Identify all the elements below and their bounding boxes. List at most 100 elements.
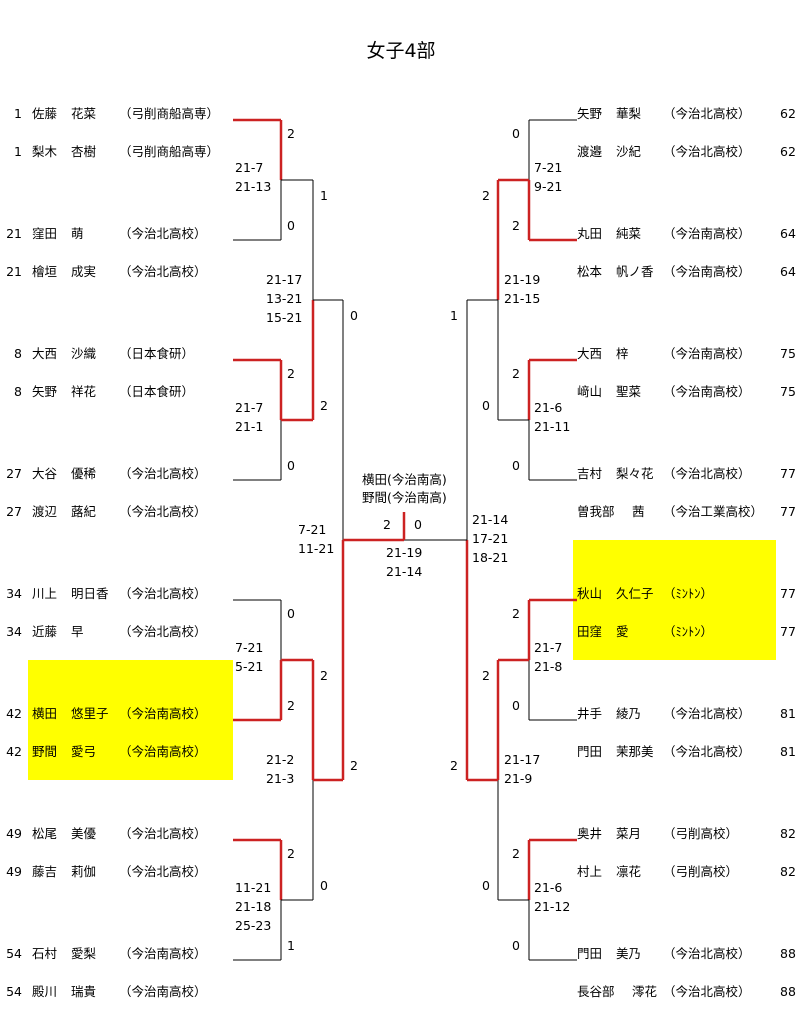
game-score: 21-14: [386, 564, 423, 579]
player-team: （今治北高校）: [663, 706, 751, 721]
player-family-name: 大谷: [32, 466, 58, 481]
player-family-name: 佐藤: [32, 106, 58, 121]
set-score: 1: [287, 938, 295, 953]
player-family-name: 村上: [577, 864, 603, 879]
player-team: （今治北高校）: [119, 504, 207, 519]
seed-number: 34: [6, 624, 22, 639]
highlight-box: [573, 540, 776, 660]
player-given-name: 菜月: [616, 826, 642, 841]
player-given-name: 聖菜: [616, 384, 642, 399]
player-team: （今治北高校）: [119, 226, 207, 241]
player-family-name: 渡辺: [32, 504, 58, 519]
player-team: （今治北高校）: [119, 624, 207, 639]
player-given-name: 杏樹: [71, 144, 97, 159]
player-given-name: 成実: [71, 264, 97, 279]
game-score: 5-21: [235, 659, 264, 674]
player-family-name: 近藤: [32, 624, 58, 639]
player-given-name: 明日香: [71, 586, 109, 601]
player-given-name: 悠里子: [71, 706, 109, 721]
seed-number: 88: [780, 946, 796, 961]
game-score: 21-12: [534, 899, 571, 914]
player-team: （日本食研）: [119, 346, 195, 361]
player-team: （弓削商船高専）: [119, 106, 220, 121]
seed-number: 75: [780, 346, 796, 361]
champion-line-1: 横田(今治南高): [362, 472, 447, 487]
seed-number: 82: [780, 826, 796, 841]
player-team: （今治南高校）: [119, 946, 207, 961]
player-given-name: 帆ノ香: [616, 264, 654, 279]
seed-number: 8: [14, 384, 22, 399]
player-family-name: 長谷部: [577, 984, 615, 999]
player-given-name: 優稀: [71, 466, 97, 481]
game-score: 21-17: [504, 752, 541, 767]
set-score: 0: [482, 878, 490, 893]
player-team: （今治北高校）: [663, 946, 751, 961]
player-family-name: 丸田: [577, 226, 603, 241]
player-family-name: 奥井: [577, 826, 603, 841]
player-given-name: 華梨: [616, 106, 642, 121]
seed-number: 77: [780, 586, 796, 601]
player-family-name: 井手: [577, 706, 603, 721]
seed-number: 77: [780, 504, 796, 519]
game-score: 21-14: [472, 512, 509, 527]
seed-number: 34: [6, 586, 22, 601]
seed-number: 81: [780, 744, 796, 759]
seed-number: 27: [6, 504, 22, 519]
set-score: 0: [482, 398, 490, 413]
set-score: 2: [287, 126, 295, 141]
set-score: 0: [287, 218, 295, 233]
player-team: （今治南高校）: [119, 706, 207, 721]
game-score: 21-19: [504, 272, 541, 287]
game-score: 21-6: [534, 400, 563, 415]
player-team: （今治北高校）: [119, 466, 207, 481]
seed-number: 1: [14, 144, 22, 159]
player-family-name: 窪田: [32, 226, 58, 241]
player-given-name: 愛: [616, 624, 629, 639]
set-score: 2: [320, 398, 328, 413]
game-score: 21-1: [235, 419, 264, 434]
set-score: 0: [512, 938, 520, 953]
seed-number: 75: [780, 384, 796, 399]
player-given-name: 花菜: [71, 106, 97, 121]
game-score: 13-21: [266, 291, 303, 306]
player-team: （今治工業高校）: [663, 504, 764, 519]
seed-number: 8: [14, 346, 22, 361]
seed-number: 49: [6, 826, 22, 841]
player-given-name: 沙織: [71, 346, 97, 361]
set-score: 2: [287, 846, 295, 861]
game-score: 21-13: [235, 179, 272, 194]
seed-number: 42: [6, 706, 22, 721]
player-team: （弓削商船高専）: [119, 144, 220, 159]
seed-number: 88: [780, 984, 796, 999]
player-given-name: 梨々花: [616, 466, 654, 481]
set-score: 1: [450, 308, 458, 323]
seed-number: 62: [780, 106, 796, 121]
player-team: （今治北高校）: [663, 744, 751, 759]
player-family-name: 大西: [32, 346, 58, 361]
seed-number: 81: [780, 706, 796, 721]
seed-number: 54: [6, 946, 22, 961]
game-score: 21-6: [534, 880, 563, 895]
player-team: （今治南高校）: [663, 264, 751, 279]
set-score: 2: [350, 758, 358, 773]
player-given-name: 美優: [71, 826, 97, 841]
set-score: 2: [450, 758, 458, 773]
player-team: （今治北高校）: [119, 586, 207, 601]
champion-line-2: 野間(今治南高): [362, 490, 447, 505]
game-score: 21-19: [386, 545, 423, 560]
seed-number: 77: [780, 624, 796, 639]
game-score: 11-21: [298, 541, 335, 556]
player-given-name: 萌: [71, 226, 84, 241]
player-given-name: 沙紀: [616, 144, 642, 159]
game-score: 7-21: [235, 640, 264, 655]
player-given-name: 愛梨: [71, 946, 97, 961]
player-given-name: 祥花: [71, 384, 97, 399]
player-family-name: 藤吉: [32, 864, 58, 879]
player-family-name: 矢野: [577, 106, 603, 121]
player-family-name: 大西: [577, 346, 603, 361]
set-score: 2: [320, 668, 328, 683]
set-score: 2: [512, 218, 520, 233]
player-team: （ﾐﾝﾄﾝ）: [663, 624, 714, 639]
set-score: 2: [482, 668, 490, 683]
game-score: 21-7: [235, 160, 264, 175]
